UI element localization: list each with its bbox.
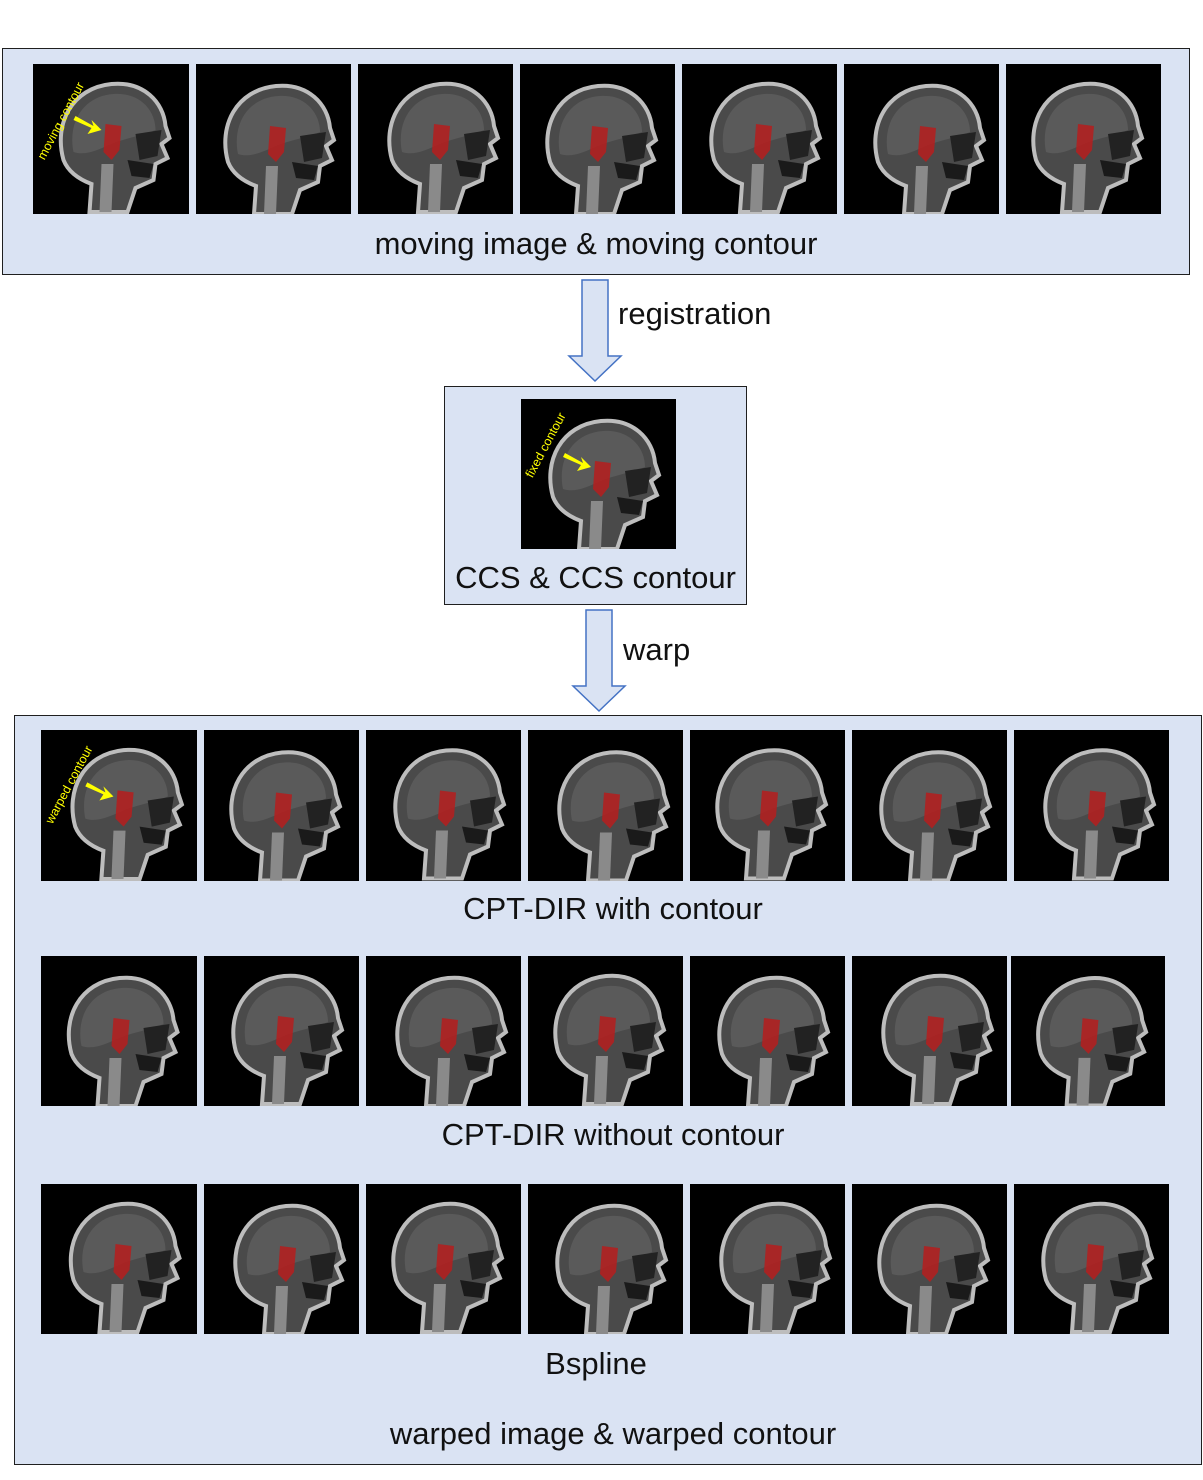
ct-slice-cpt-dir-with-contour <box>1014 730 1169 881</box>
cpt-dir-without-contour-caption: CPT-DIR without contour <box>441 1117 785 1152</box>
moving-panel-caption: moving image & moving contour <box>374 226 818 261</box>
ct-slice-moving <box>1006 64 1161 214</box>
ct-slice-cpt-dir-with-contour <box>528 730 683 881</box>
ct-slice-moving <box>682 64 837 214</box>
ct-slice-bspline <box>366 1184 521 1334</box>
cpt-dir-with-contour-caption: CPT-DIR with contour <box>463 891 763 926</box>
ct-slice-cpt-dir-with-contour <box>41 730 197 881</box>
ct-slice-moving <box>196 64 351 214</box>
ct-slice-cpt-dir-without-contour <box>41 956 197 1106</box>
warped-panel-caption: warped image & warped contour <box>389 1416 837 1451</box>
bspline-caption: Bspline <box>545 1346 647 1381</box>
ct-slice-cpt-dir-without-contour <box>204 956 359 1106</box>
ct-slice-moving <box>844 64 999 214</box>
registration-label: registration <box>618 296 772 331</box>
ccs-panel-caption: CCS & CCS contour <box>455 560 736 595</box>
ct-slice-cpt-dir-without-contour <box>1011 956 1165 1106</box>
ct-slice-cpt-dir-without-contour <box>528 956 683 1106</box>
ct-slice-cpt-dir-without-contour <box>852 956 1007 1106</box>
ct-slice-cpt-dir-without-contour <box>366 956 521 1106</box>
ct-slice-cpt-dir-with-contour <box>852 730 1007 881</box>
ct-slice-moving <box>358 64 513 214</box>
warp-arrow <box>571 609 627 713</box>
ct-slice-cpt-dir-with-contour <box>204 730 359 881</box>
ct-slice-bspline <box>1014 1184 1169 1334</box>
ct-slice-bspline <box>41 1184 197 1334</box>
ct-slice-cpt-dir-with-contour <box>366 730 521 881</box>
ct-slice-fixed <box>521 399 676 549</box>
ct-slice-moving <box>520 64 675 214</box>
ct-slice-bspline <box>852 1184 1007 1334</box>
ct-slice-moving <box>33 64 189 214</box>
warp-label: warp <box>623 632 691 667</box>
ct-slice-bspline <box>690 1184 845 1334</box>
ct-slice-cpt-dir-without-contour <box>690 956 845 1106</box>
ct-slice-bspline <box>528 1184 683 1334</box>
ct-slice-bspline <box>204 1184 359 1334</box>
ct-slice-cpt-dir-with-contour <box>690 730 845 881</box>
registration-arrow <box>567 279 623 383</box>
